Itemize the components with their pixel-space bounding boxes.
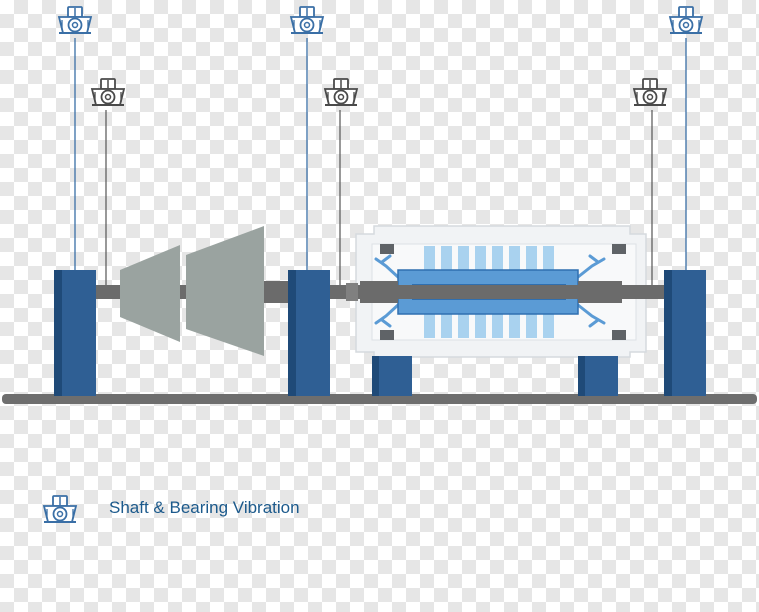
vibration-sensor-icon (58, 6, 92, 34)
vibration-sensor-icon (290, 6, 324, 34)
turbine-stage-1 (120, 245, 180, 342)
base-rail (2, 394, 757, 404)
stator-slots (424, 246, 554, 338)
turbine-stage-2 (186, 226, 264, 356)
sensor-cables (74, 38, 687, 285)
bearing-pedestals (54, 270, 706, 396)
end-windings (374, 254, 606, 328)
turbine (120, 226, 264, 356)
vibration-sensor-icon (324, 78, 358, 106)
legend-label: Shaft & Bearing Vibration (109, 498, 300, 517)
vibration-sensor-icon (669, 6, 703, 34)
vibration-sensor-icon (91, 78, 125, 106)
legend-sensor-icon (43, 495, 77, 523)
vibration-sensor-icon (633, 78, 667, 106)
